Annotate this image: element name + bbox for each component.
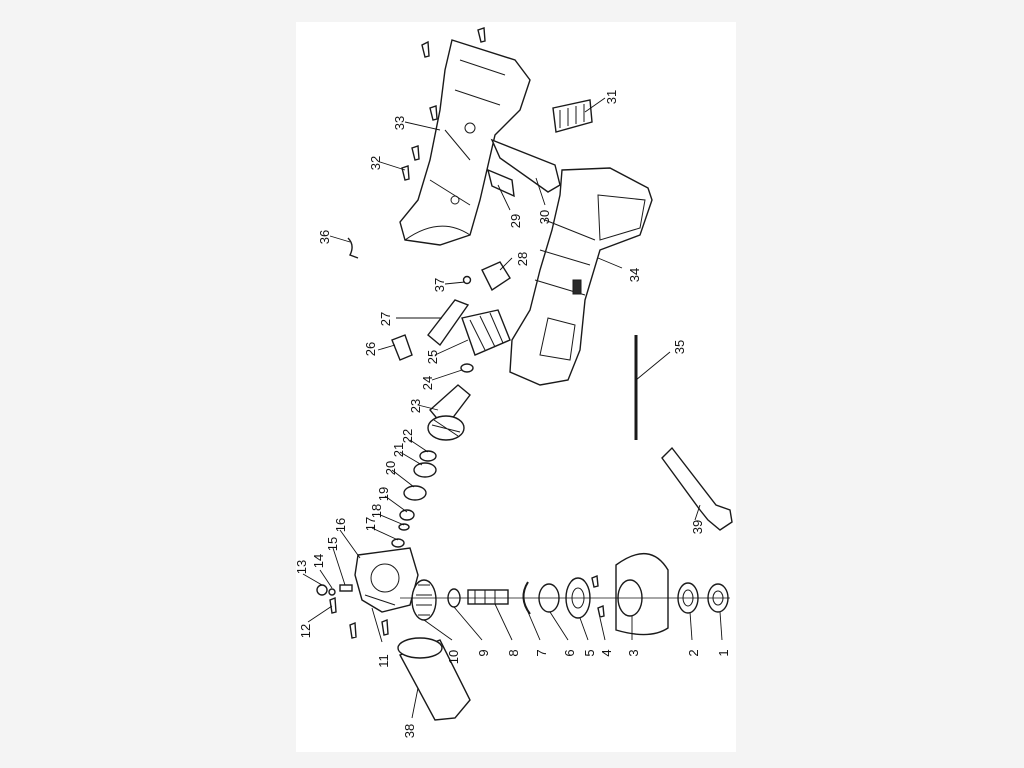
callout-35: 35	[672, 339, 687, 355]
callout-3: 3	[626, 649, 641, 657]
callout-19: 19	[376, 486, 391, 502]
bearing-20	[403, 485, 427, 501]
switch-31	[552, 99, 593, 133]
washer-17	[391, 538, 405, 548]
washer-24	[460, 363, 474, 373]
callout-26: 26	[363, 341, 378, 357]
callout-25: 25	[425, 349, 440, 365]
callout-4: 4	[599, 649, 614, 657]
switch-28	[481, 261, 511, 292]
part-14	[328, 588, 336, 596]
housing-34	[509, 167, 653, 386]
callout-13: 13	[294, 559, 309, 575]
bracket-27	[427, 299, 470, 347]
callout-31: 31	[604, 89, 619, 105]
callout-30: 30	[537, 209, 552, 225]
callout-11: 11	[376, 654, 391, 668]
spring-29	[486, 168, 515, 198]
gear-housing-16	[354, 547, 419, 613]
guard-3	[615, 552, 669, 636]
callout-7: 7	[534, 649, 549, 657]
callout-33: 33	[392, 115, 407, 131]
leader-lines	[302, 97, 723, 719]
callout-16: 16	[333, 517, 348, 533]
callout-22: 22	[400, 428, 415, 444]
callout-24: 24	[420, 375, 435, 391]
washer-18	[398, 523, 410, 531]
screws-32	[401, 27, 486, 181]
callout-28: 28	[515, 251, 530, 267]
callout-1: 1	[716, 649, 731, 657]
callout-6: 6	[562, 649, 577, 657]
callout-10: 10	[446, 649, 461, 665]
callout-34: 34	[627, 267, 642, 283]
side-handle-38	[397, 637, 471, 721]
ring-22	[419, 450, 437, 462]
strip-36	[347, 237, 359, 259]
callout-27: 27	[378, 311, 393, 327]
callout-29: 29	[508, 213, 523, 229]
callout-38: 38	[402, 723, 417, 739]
spindle-8	[467, 589, 509, 605]
callout-5: 5	[582, 649, 597, 657]
nut-37	[462, 275, 472, 285]
armature-23	[427, 384, 471, 441]
callout-32: 32	[368, 155, 383, 171]
housing-half-33	[399, 39, 531, 246]
callout-9: 9	[476, 649, 491, 657]
callout-36: 36	[317, 229, 332, 245]
stator-25	[461, 309, 511, 356]
brush-26	[391, 334, 413, 361]
callout-39: 39	[690, 519, 705, 535]
washer-19	[399, 509, 415, 521]
wrench-39	[661, 446, 733, 531]
ring-21	[413, 462, 437, 478]
cover-plate-30	[490, 138, 561, 193]
part-15	[339, 584, 353, 592]
bevel-gear-10	[411, 579, 437, 621]
part-13	[316, 584, 328, 596]
callout-37: 37	[432, 277, 447, 293]
callout-12: 12	[298, 623, 313, 639]
callout-8: 8	[506, 649, 521, 657]
callout-2: 2	[686, 649, 701, 657]
